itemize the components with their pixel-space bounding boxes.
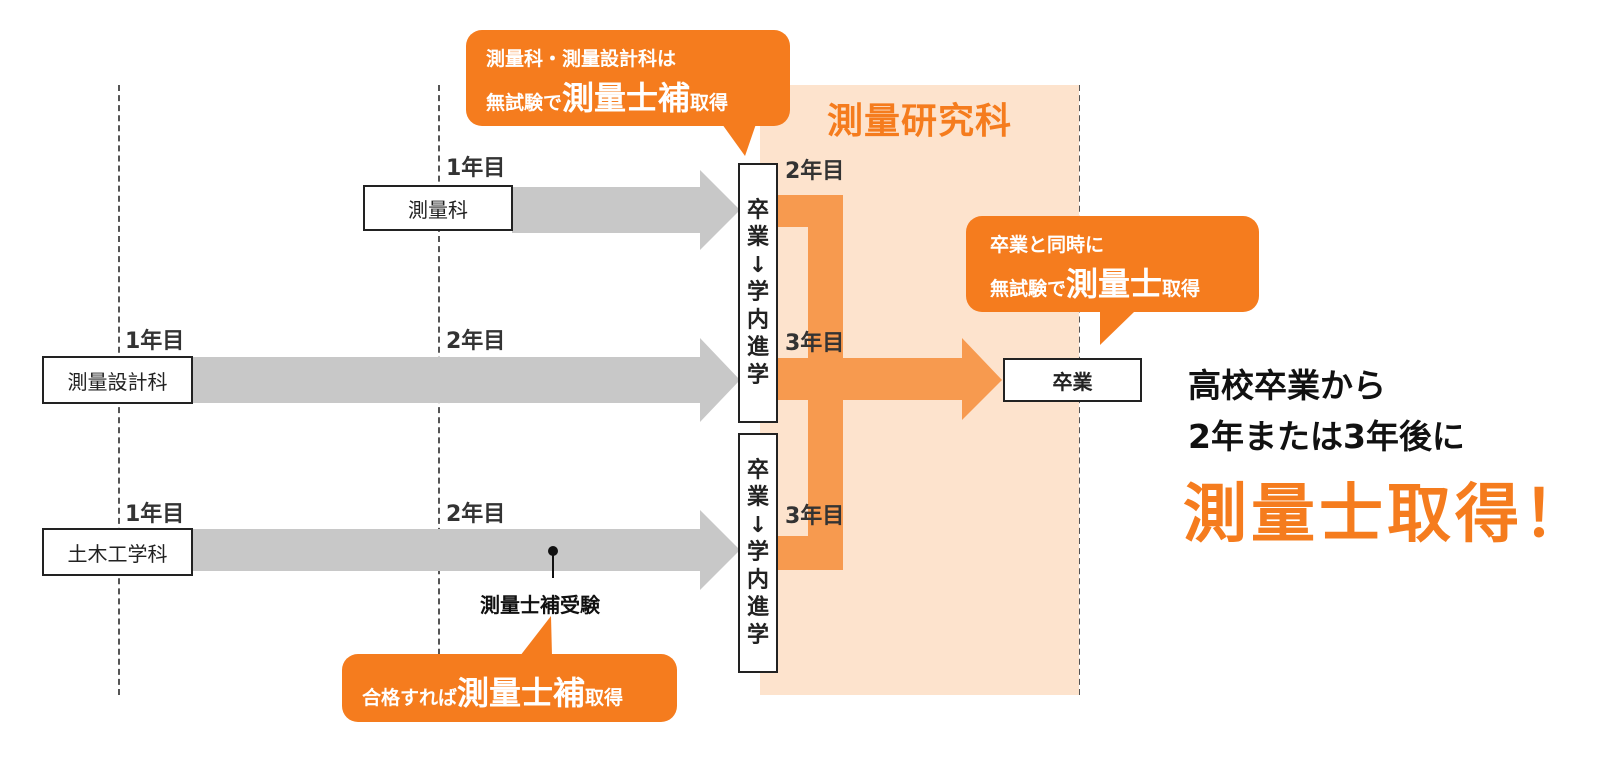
sokuryo-course-box: 測量科 bbox=[363, 185, 513, 231]
header-bubble-emphasis: 測量士補 bbox=[562, 79, 691, 117]
advance-char: 卒 bbox=[746, 197, 769, 223]
header-bubble-tail bbox=[722, 124, 756, 156]
advance-char: 進 bbox=[746, 335, 769, 361]
doboku-year2-label: 2年目 bbox=[446, 502, 506, 527]
advance-char: 学 bbox=[746, 622, 769, 648]
research-year3-label: 3年目 bbox=[785, 331, 845, 356]
graduation-bubble-pre: 無試験で bbox=[990, 278, 1067, 300]
header-bubble-pre: 無試験で bbox=[486, 92, 563, 114]
advance-char: 内 bbox=[746, 307, 769, 333]
sekkei-year1-label: 1年目 bbox=[125, 329, 185, 354]
pass-bubble-post: 取得 bbox=[585, 687, 624, 709]
research-year3-label-b: 3年目 bbox=[785, 504, 845, 529]
doboku-course-box: 土木工学科 bbox=[42, 528, 193, 576]
header-bubble-post: 取得 bbox=[690, 92, 729, 114]
advance-box-upper: 卒 業 ↓ 学 内 進 学 bbox=[738, 163, 778, 423]
headline-line2: 2年または3年後に bbox=[1188, 417, 1465, 457]
graduation-bubble-emphasis: 測量士 bbox=[1066, 265, 1163, 303]
pass-bubble: 合格すれば測量士補取得 bbox=[342, 654, 677, 722]
headline-line1: 高校卒業から bbox=[1188, 366, 1386, 405]
sokuryo-arrow bbox=[512, 170, 740, 250]
header-bubble-line1: 測量科・測量設計科は bbox=[486, 48, 677, 70]
graduation-arrow bbox=[808, 338, 1002, 420]
pass-bubble-emphasis: 測量士補 bbox=[457, 674, 586, 712]
graduation-bubble: 卒業と同時に 無試験で測量士取得 bbox=[966, 216, 1259, 312]
graduation-bubble-tail bbox=[1100, 312, 1134, 345]
advance-char: 学 bbox=[746, 280, 769, 306]
sekkei-arrow bbox=[192, 338, 740, 422]
advance-char: 進 bbox=[746, 595, 769, 621]
graduation-bubble-line1: 卒業と同時に bbox=[990, 234, 1105, 256]
advance-box-lower: 卒 業 ↓ 学 内 進 学 bbox=[738, 433, 778, 673]
header-bubble: 測量科・測量設計科は 無試験で測量士補取得 bbox=[466, 30, 790, 126]
advance-char: ↓ bbox=[748, 512, 768, 538]
sekkei-course-box: 測量設計科 bbox=[42, 356, 193, 404]
advance-char: 卒 bbox=[746, 457, 769, 483]
advance-char: 業 bbox=[746, 485, 769, 511]
result-title: 測量士取得！ bbox=[1183, 478, 1591, 552]
advance-char: 内 bbox=[746, 567, 769, 593]
exam-marker-dot bbox=[548, 546, 558, 556]
advance-char: 学 bbox=[746, 540, 769, 566]
graduation-bubble-post: 取得 bbox=[1162, 278, 1201, 300]
pass-bubble-tail bbox=[520, 616, 552, 656]
sokuryo-year1-label: 1年目 bbox=[446, 156, 506, 181]
exam-label: 測量士補受験 bbox=[480, 593, 600, 617]
pass-bubble-pre: 合格すれば bbox=[362, 687, 458, 709]
doboku-arrow bbox=[192, 510, 740, 590]
research-year2-label: 2年目 bbox=[785, 159, 845, 184]
doboku-year1-label: 1年目 bbox=[125, 502, 185, 527]
headline: 高校卒業から 2年または3年後に bbox=[1188, 360, 1465, 462]
research-course-title: 測量研究科 bbox=[826, 101, 1012, 142]
advance-char: ↓ bbox=[748, 252, 768, 278]
advance-char: 学 bbox=[746, 362, 769, 388]
graduation-box: 卒業 bbox=[1003, 358, 1142, 402]
sekkei-year2-label: 2年目 bbox=[446, 329, 506, 354]
advance-char: 業 bbox=[746, 225, 769, 251]
